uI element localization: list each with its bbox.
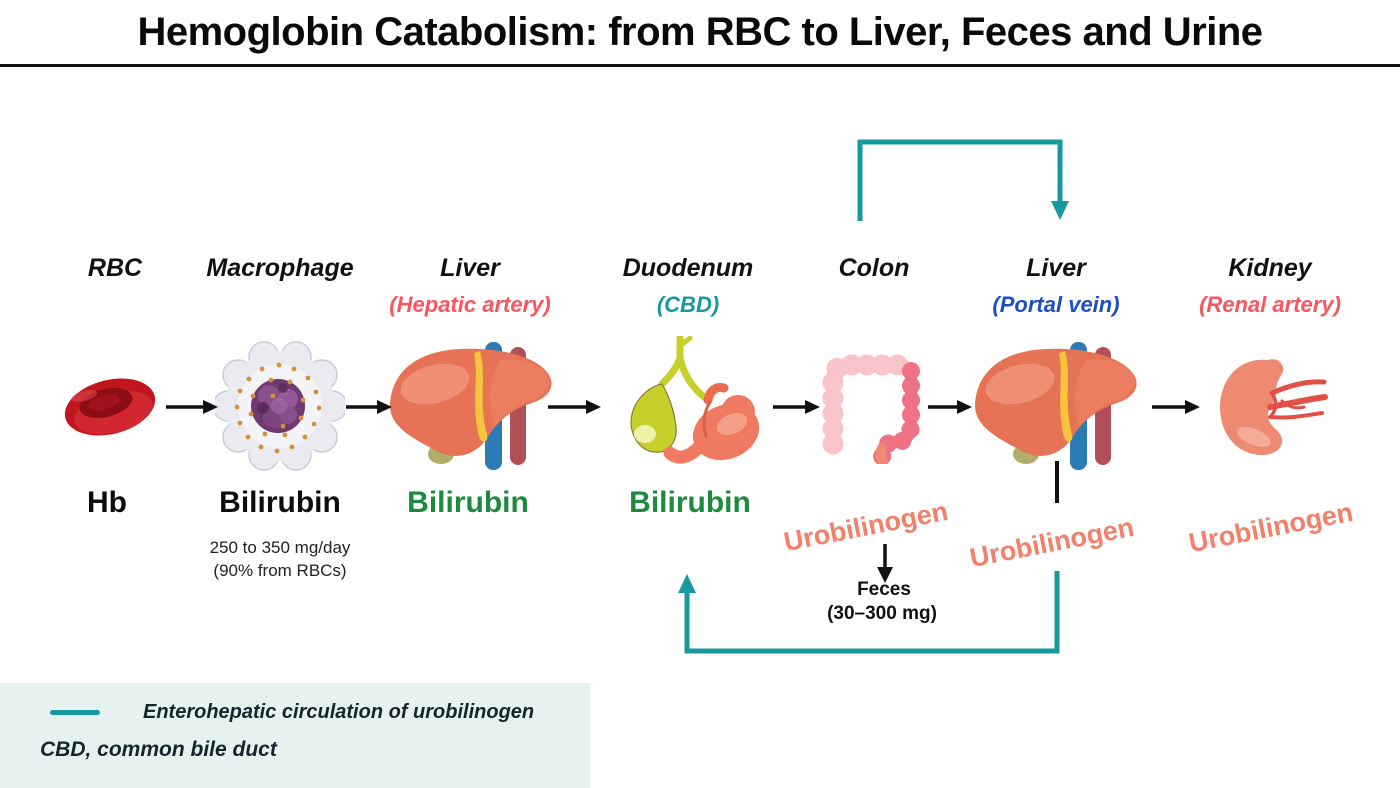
red-blood-cell-icon (58, 372, 162, 442)
gallbladder-stomach-icon (610, 336, 762, 484)
vessel-label-portal-vein: (Portal vein) (992, 292, 1120, 317)
macrophage-icon (215, 340, 345, 472)
title-separator (0, 64, 1400, 67)
enterohepatic-loop-top (857, 139, 1069, 221)
column-header-kidney: Kidney (1228, 254, 1312, 282)
product-urobilinogen-liver: Urobilinogen (967, 511, 1137, 574)
product-hb: Hb (87, 486, 127, 519)
flow-arrow-colon-to-liver (928, 400, 972, 414)
legend: Enterohepatic circulation of urobilinoge… (0, 683, 590, 788)
colon-icon (818, 352, 930, 464)
column-header-colon: Colon (838, 254, 910, 282)
column-header-macrophage: Macrophage (206, 254, 354, 282)
liver-icon (385, 342, 557, 476)
enterohepatic-line-swatch (50, 710, 100, 715)
kidney-icon (1212, 355, 1328, 459)
vessel-label-renal-artery: (Renal artery) (1199, 292, 1341, 317)
liver-icon (970, 342, 1142, 476)
flow-arrow-rbc-to-macrophage (166, 400, 218, 414)
vessel-label-hepatic-artery: (Hepatic artery) (389, 292, 551, 317)
column-header-rbc: RBC (87, 254, 143, 282)
page-title: Hemoglobin Catabolism: from RBC to Liver… (137, 10, 1263, 54)
bilirubin-amount-note-line1: 250 to 350 mg/day (209, 538, 351, 557)
feces-label: Feces (857, 579, 911, 600)
feces-amount: (30–300 mg) (827, 603, 937, 624)
product-bilirubin-macrophage: Bilirubin (219, 486, 341, 519)
column-header-duodenum: Duodenum (622, 254, 754, 282)
product-urobilinogen-kidney: Urobilinogen (1186, 496, 1356, 559)
product-bilirubin-duodenum: Bilirubin (629, 486, 751, 519)
product-bilirubin-liver: Bilirubin (407, 486, 529, 519)
column-header-liver-2: Liver (1026, 254, 1086, 282)
legend-abbreviation-note: CBD, common bile duct (40, 738, 277, 761)
column-header-liver-1: Liver (440, 254, 500, 282)
legend-circulation-label: Enterohepatic circulation of urobilinoge… (143, 701, 535, 723)
vessel-label-cbd: (CBD) (656, 292, 720, 317)
urobilinogen-to-feces-arrow (877, 544, 893, 583)
product-urobilinogen-colon: Urobilinogen (781, 495, 951, 558)
flow-arrow-liver-to-kidney (1152, 400, 1200, 414)
bilirubin-amount-note-line2: (90% from RBCs) (213, 561, 347, 580)
flow-arrow-duodenum-to-colon (773, 400, 820, 414)
